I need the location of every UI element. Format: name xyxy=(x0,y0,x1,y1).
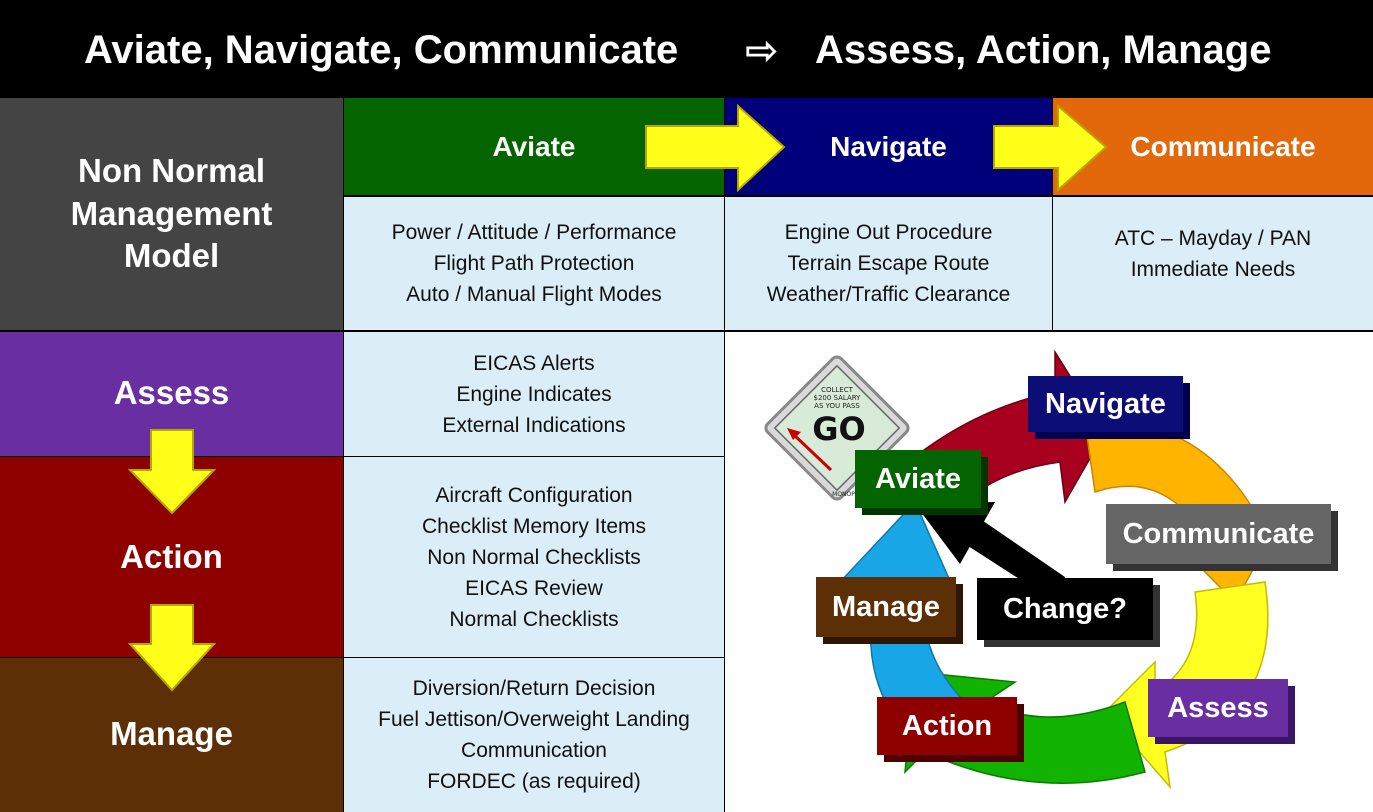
list-item: Immediate Needs xyxy=(1130,258,1296,281)
yellow-arrow-down-icon xyxy=(127,604,217,692)
title-bar: Aviate, Navigate, Communicate ⇨ Assess, … xyxy=(0,0,1373,98)
title-right: Assess, Action, Manage xyxy=(815,28,1272,72)
header-aviate-label: Aviate xyxy=(492,130,576,162)
list-item: Power / Attitude / Performance xyxy=(391,221,677,244)
list-item: Engine Indicates xyxy=(456,382,612,406)
communicate-items: ATC – Mayday / PAN Immediate Needs xyxy=(1053,197,1373,330)
list-item: FORDEC (as required) xyxy=(427,770,641,793)
list-item: Weather/Traffic Clearance xyxy=(766,283,1011,306)
cycle-change-label: Change? xyxy=(1002,592,1128,625)
list-item: Engine Out Procedure xyxy=(784,221,993,244)
list-item: EICAS Alerts xyxy=(473,351,595,375)
list-item: Normal Checklists xyxy=(449,607,619,631)
title-left: Aviate, Navigate, Communicate xyxy=(84,28,679,72)
header-navigate-label: Navigate xyxy=(830,130,947,162)
action-items: Aircraft Configuration Checklist Memory … xyxy=(344,457,724,657)
list-item: ATC – Mayday / PAN xyxy=(1114,227,1312,250)
cycle-communicate: Communicate xyxy=(1106,504,1331,564)
list-item: Auto / Manual Flight Modes xyxy=(406,283,662,306)
yellow-arrow-right-icon xyxy=(645,103,786,193)
yellow-arrow-down-icon xyxy=(127,429,217,515)
go-card-line2: $200 SALARY xyxy=(814,394,862,402)
model-title: Non Normal Management Model xyxy=(70,151,273,275)
list-item: Checklist Memory Items xyxy=(421,514,647,538)
cycle-assess: Assess xyxy=(1148,679,1288,737)
list-item: Terrain Escape Route xyxy=(787,252,990,275)
list-item: Flight Path Protection xyxy=(433,252,635,275)
header-communicate-label: Communicate xyxy=(1130,130,1316,162)
cycle-navigate: Navigate xyxy=(1028,376,1183,432)
row-assess-label: Assess xyxy=(113,374,230,411)
row-manage-label: Manage xyxy=(110,715,233,753)
aviate-items: Power / Attitude / Performance Flight Pa… xyxy=(344,197,724,330)
cycle-navigate-label: Navigate xyxy=(1045,387,1166,420)
cycle-communicate-label: Communicate xyxy=(1122,517,1315,550)
list-item: External Indications xyxy=(442,413,626,437)
go-card-line3: AS YOU PASS xyxy=(814,402,860,410)
navigate-items: Engine Out Procedure Terrain Escape Rout… xyxy=(725,197,1052,330)
cycle-assess-label: Assess xyxy=(1167,691,1269,724)
cycle-manage-label: Manage xyxy=(832,590,940,623)
cycle-action: Action xyxy=(877,697,1017,755)
go-card-go: GO xyxy=(812,410,865,448)
cycle-manage: Manage xyxy=(816,577,956,637)
list-item: Diversion/Return Decision xyxy=(412,677,656,700)
manage-items: Diversion/Return Decision Fuel Jettison/… xyxy=(344,658,724,812)
list-item: Communication xyxy=(461,739,607,762)
model-title-cell: Non Normal Management Model xyxy=(0,98,343,330)
assess-items: EICAS Alerts Engine Indicates External I… xyxy=(344,332,724,456)
row-action-label: Action xyxy=(120,537,223,575)
cycle-aviate: Aviate xyxy=(855,450,981,508)
list-item: Non Normal Checklists xyxy=(427,545,641,569)
list-item: Fuel Jettison/Overweight Landing xyxy=(378,708,690,731)
list-item: Aircraft Configuration xyxy=(435,483,633,507)
yellow-arrow-right-icon xyxy=(993,103,1108,193)
go-card-brand: MONOPOLY xyxy=(832,491,866,498)
cycle-change: Change? xyxy=(977,578,1153,640)
cycle-action-label: Action xyxy=(901,709,993,742)
cycle-aviate-label: Aviate xyxy=(875,462,961,495)
list-item: EICAS Review xyxy=(465,576,603,600)
title-arrow-icon: ⇨ xyxy=(745,29,779,73)
go-card-line1: COLLECT xyxy=(821,386,854,394)
